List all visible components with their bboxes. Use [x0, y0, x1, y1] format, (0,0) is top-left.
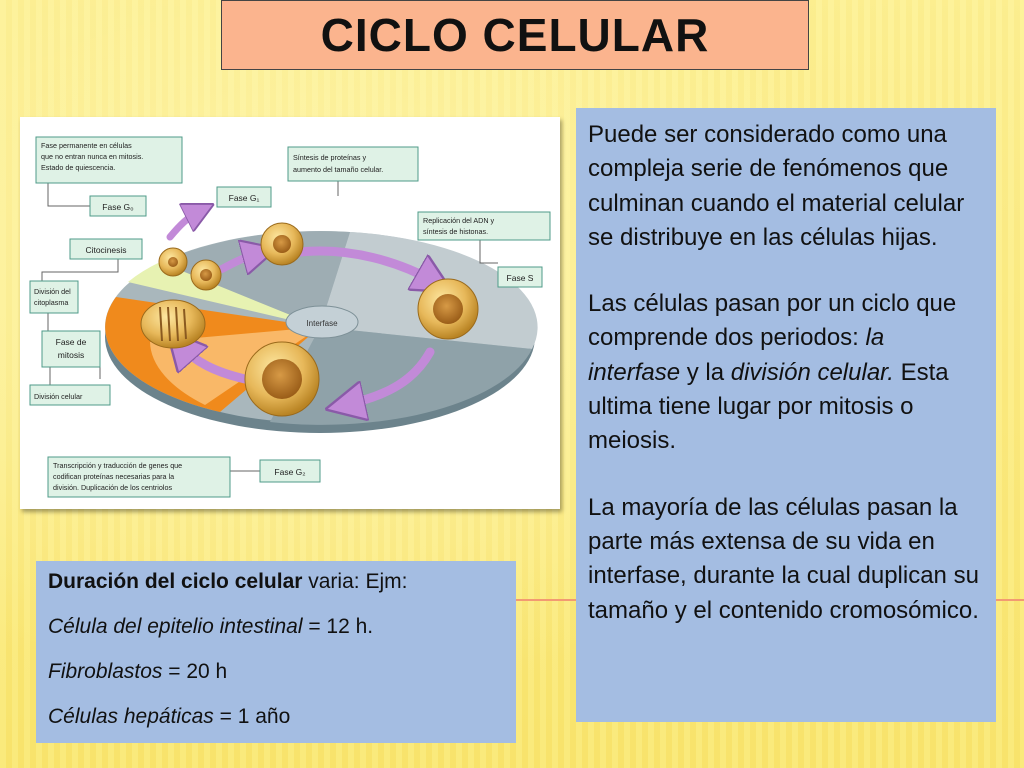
- duration-item-value: = 1 año: [213, 705, 291, 728]
- arrow-g2-to-mitosis: [180, 345, 250, 384]
- cell-mitosis: [140, 299, 206, 349]
- s-desc-1: Replicación del ADN y: [423, 216, 495, 225]
- duration-item-name: Fibroblastos: [48, 660, 163, 683]
- g2-desc-1: Transcripción y traducción de genes que: [53, 461, 182, 470]
- s-label: Fase S: [507, 273, 534, 283]
- duration-item: Fibroblastos = 20 h: [48, 660, 516, 684]
- duration-item-value: = 20 h: [162, 660, 228, 683]
- cell-s: [417, 278, 479, 340]
- cell-citocinesis: [158, 247, 222, 291]
- division-citoplasma-1: División del: [34, 287, 71, 296]
- g2-desc-3: división. Duplicación de los centriolos: [53, 483, 172, 492]
- interfase-center: [285, 305, 359, 339]
- s-desc-2: síntesis de histonas.: [423, 227, 488, 236]
- duration-item-name: Células hepáticas: [48, 705, 214, 728]
- panel-paragraph-1: Puede ser considerado como una compleja …: [588, 121, 965, 251]
- cell-g2: [244, 341, 320, 417]
- p2-end: Esta ultima tiene lugar por mitosis o me…: [588, 358, 949, 455]
- arrow-to-g0: [166, 211, 200, 241]
- duration-item-value: = 12 h.: [302, 615, 374, 638]
- division-citoplasma-2: citoplasma: [34, 298, 68, 307]
- p2-division: división celular.: [730, 358, 894, 386]
- arrow-g1-to-s: [295, 246, 435, 282]
- divider-line-right: [996, 599, 1024, 601]
- panel-paragraph-3: La mayoría de las células pasan la parte…: [588, 493, 979, 624]
- duration-heading-rest: varia: Ejm:: [302, 570, 408, 593]
- g0-desc-3: Estado de quiescencia.: [41, 163, 115, 172]
- citocinesis-label: Citocinesis: [85, 245, 126, 255]
- duration-box: Duración del ciclo celular varia: Ejm: C…: [36, 561, 516, 743]
- duration-item: Célula del epitelio intestinal = 12 h.: [48, 615, 516, 639]
- duration-heading-bold: Duración del ciclo celular: [48, 570, 303, 593]
- g1-desc-1: Síntesis de proteínas y: [293, 153, 367, 162]
- g2-label: Fase G₂: [274, 467, 305, 477]
- title-box: CICLO CELULAR: [221, 0, 809, 70]
- p2-start: Las células pasan por un ciclo que compr…: [588, 290, 957, 352]
- slide-title: CICLO CELULAR: [320, 9, 710, 61]
- mitosis-label-1: Fase de: [56, 337, 87, 347]
- cell-cycle-diagram: Interfase: [20, 117, 560, 509]
- g0-desc-2: que no entran nunca en mitosis.: [41, 152, 143, 161]
- g0-desc-1: Fase permanente en células: [41, 141, 132, 150]
- g1-desc-2: aumento del tamaño celular.: [293, 165, 383, 174]
- duration-item: Células hepáticas = 1 año: [48, 705, 516, 729]
- division-celular-label: División celular: [34, 392, 83, 401]
- p2-interfase: la interfase: [588, 324, 885, 386]
- mitosis-label-2: mitosis: [58, 350, 84, 360]
- sector-citocinesis: [128, 262, 320, 327]
- g0-label: Fase G₀: [102, 202, 134, 212]
- divider-line-left: [516, 599, 576, 601]
- interfase-label: Interfase: [306, 319, 338, 328]
- arrow-citocinesis-to-g1: [218, 253, 260, 269]
- g2-desc-2: codifican proteínas necesarias para la: [53, 472, 174, 481]
- arrow-s-to-g2: [345, 347, 435, 405]
- description-panel: Puede ser considerado como una compleja …: [576, 108, 996, 722]
- p2-mid: y la: [680, 358, 731, 386]
- g1-label: Fase G₁: [229, 193, 260, 203]
- panel-paragraph-2: Las células pasan por un ciclo que compr…: [588, 287, 982, 458]
- duration-heading: Duración del ciclo celular varia: Ejm:: [48, 570, 516, 594]
- cell-g1: [260, 222, 304, 266]
- duration-item-name: Célula del epitelio intestinal: [48, 615, 303, 638]
